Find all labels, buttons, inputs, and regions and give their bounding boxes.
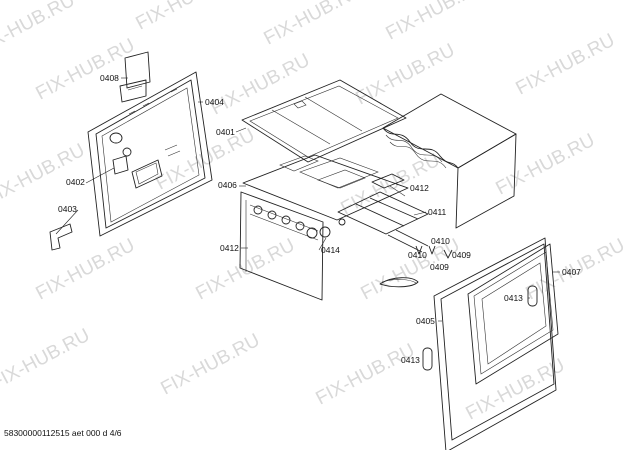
part-0407-glass-frame xyxy=(467,243,559,385)
watermark: FIX-HUB.RU xyxy=(0,0,78,59)
document-code: 58300000112515 aet 000 d 4/6 xyxy=(4,428,122,438)
part-0412-side-panel xyxy=(239,191,331,301)
part-insulation-block xyxy=(382,93,517,229)
callout-0409: 0409 xyxy=(430,262,449,272)
callout-0411: 0411 xyxy=(428,207,447,217)
watermark: FIX-HUB.RU xyxy=(192,235,298,305)
watermark: FIX-HUB.RU xyxy=(260,0,366,49)
callout-0410: 0410 xyxy=(431,236,450,246)
part-0412-rail xyxy=(371,173,406,197)
watermark: FIX-HUB.RU xyxy=(207,50,313,120)
callout-0402: 0402 xyxy=(66,177,85,187)
watermark-layer: FIX-HUB.RU FIX-HUB.RU FIX-HUB.RU FIX-HUB… xyxy=(0,0,628,424)
part-0401-top-plate xyxy=(241,79,407,163)
watermark: FIX-HUB.RU xyxy=(132,0,238,34)
callout-labels: 0408 0404 0401 0402 0403 0406 0412 0411 … xyxy=(58,73,581,365)
watermark: FIX-HUB.RU xyxy=(312,340,418,410)
callout-0414: 0414 xyxy=(321,245,340,255)
callout-0407: 0407 xyxy=(562,267,581,277)
part-0405-door xyxy=(433,237,557,450)
part-0402-components xyxy=(109,132,181,189)
watermark: FIX-HUB.RU xyxy=(512,30,618,100)
callout-0413: 0413 xyxy=(401,355,420,365)
watermark: FIX-HUB.RU xyxy=(492,130,598,200)
watermark: FIX-HUB.RU xyxy=(0,140,88,210)
part-0403-bracket xyxy=(49,223,73,251)
part-0409-clips xyxy=(415,245,453,259)
callout-0404: 0404 xyxy=(205,97,224,107)
leader-lines xyxy=(55,77,560,322)
watermark: FIX-HUB.RU xyxy=(32,35,138,105)
watermark: FIX-HUB.RU xyxy=(352,40,458,110)
callout-0406: 0406 xyxy=(218,180,237,190)
callout-0408: 0408 xyxy=(100,73,119,83)
watermark: FIX-HUB.RU xyxy=(382,0,488,44)
part-0413-handles xyxy=(422,285,538,371)
watermark: FIX-HUB.RU xyxy=(157,330,263,400)
callout-0401: 0401 xyxy=(216,127,235,137)
part-seal-cord xyxy=(379,277,419,288)
callout-0412: 0412 xyxy=(220,243,239,253)
callout-0405: 0405 xyxy=(416,316,435,326)
watermark: FIX-HUB.RU xyxy=(32,235,138,305)
callout-0410: 0410 xyxy=(408,250,427,260)
part-0404-frame xyxy=(87,71,213,237)
callout-0409: 0409 xyxy=(452,250,471,260)
watermark: FIX-HUB.RU xyxy=(0,325,93,395)
part-0411-rack xyxy=(337,191,429,253)
callout-0413: 0413 xyxy=(504,293,523,303)
callout-0412: 0412 xyxy=(410,183,429,193)
callout-0403: 0403 xyxy=(58,204,77,214)
